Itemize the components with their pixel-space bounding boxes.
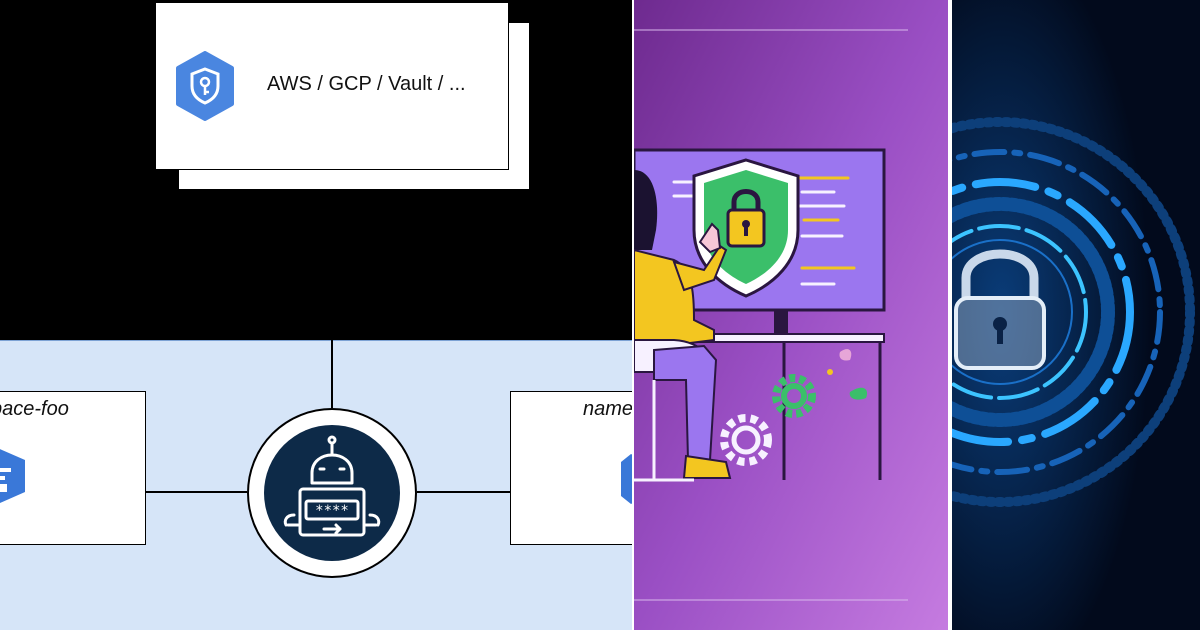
panel-divider xyxy=(948,0,952,630)
cyber-padlock-illustration xyxy=(952,0,1200,630)
gear-icon xyxy=(772,374,816,418)
provider-card: AWS / GCP / Vault / ... xyxy=(155,2,509,170)
password-mask-text: **** xyxy=(315,503,349,519)
secret-hexagon-icon-right xyxy=(621,454,632,504)
provider-text: AWS / GCP / Vault / ... xyxy=(267,73,466,95)
operator-robot-node: **** xyxy=(247,408,417,578)
padlock-icon xyxy=(954,249,1046,370)
namespace-label-right: name xyxy=(583,398,632,420)
namespace-label-left: pace-foo xyxy=(0,398,69,420)
namespace-box-left: pace-foo xyxy=(0,391,146,545)
security-illustration-panel xyxy=(634,0,948,630)
panel-divider xyxy=(632,0,634,630)
developer-security-illustration xyxy=(634,0,948,630)
namespace-box-right: name xyxy=(510,391,632,545)
secret-hexagon-icon-left xyxy=(0,449,25,503)
key-hexagon-icon xyxy=(176,51,234,121)
secrets-diagram-panel: AWS / GCP / Vault / ... pace-foo name xyxy=(0,0,632,630)
robot-password-icon: **** xyxy=(283,435,381,537)
shield-lock-icon xyxy=(692,158,800,298)
cyber-lock-panel xyxy=(952,0,1200,630)
gear-icon xyxy=(720,414,772,466)
